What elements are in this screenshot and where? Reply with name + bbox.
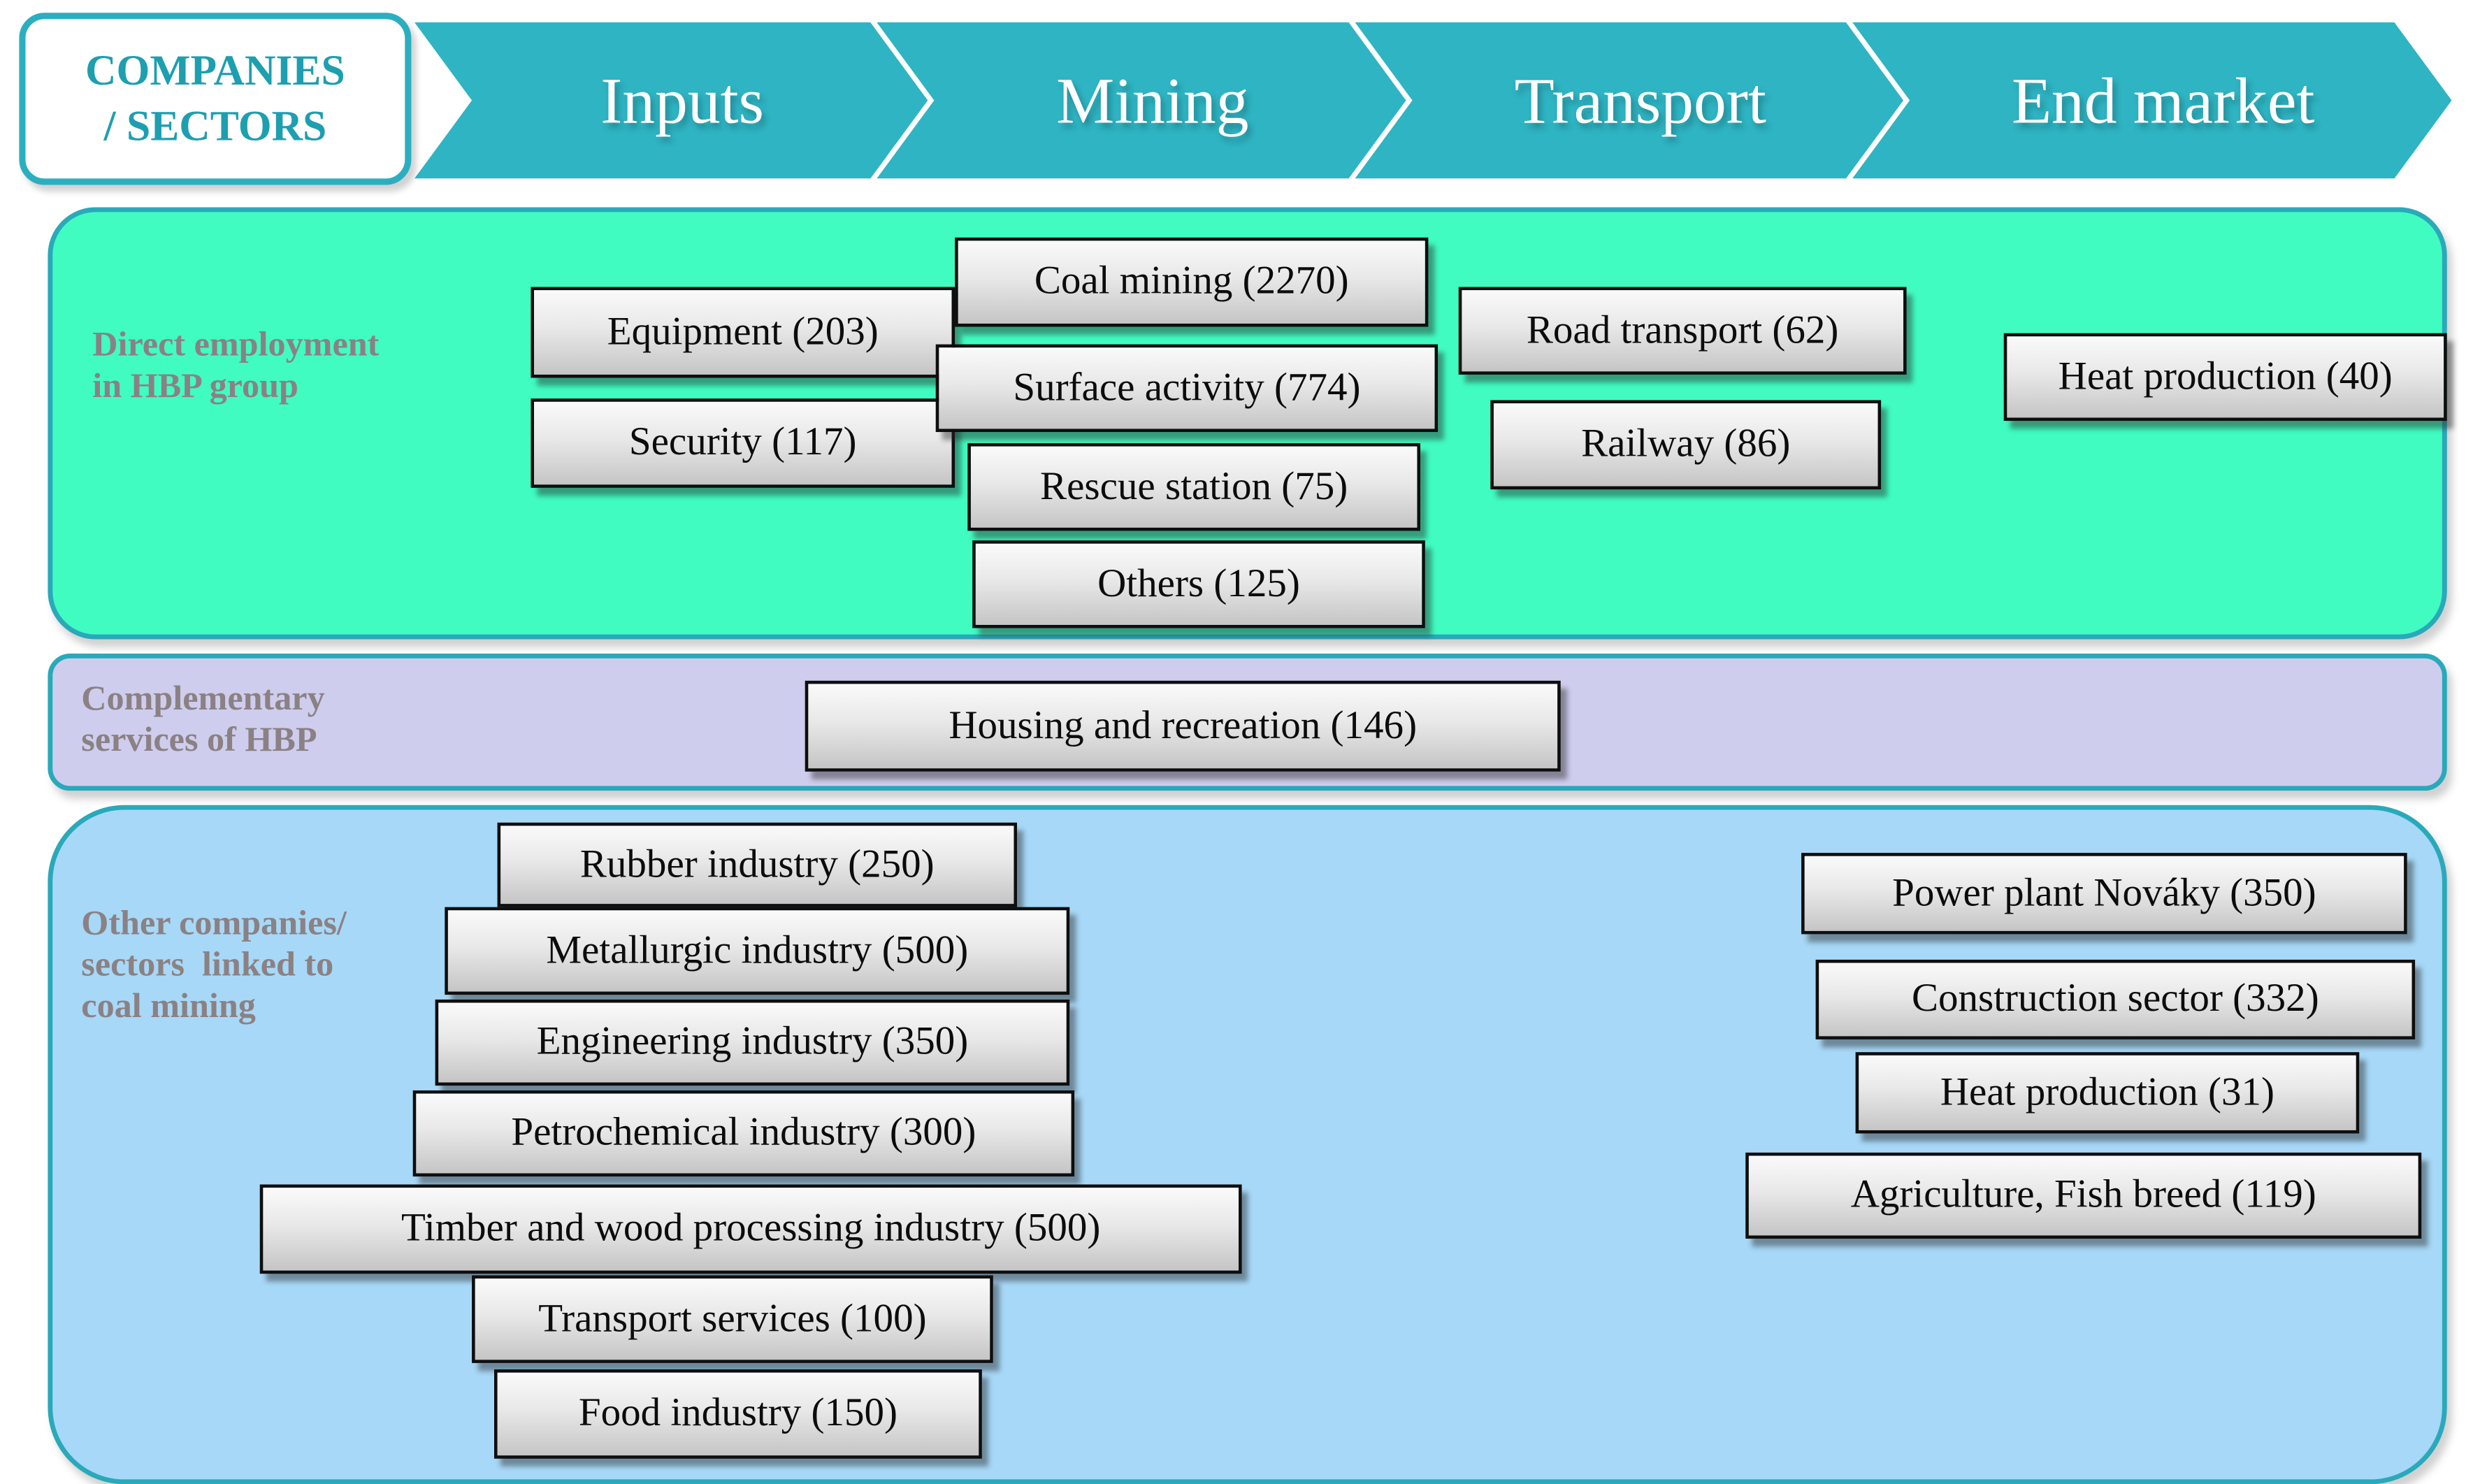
node-surface-activity: Surface activity (774) bbox=[935, 344, 1438, 433]
band-label-line: in HBP group bbox=[92, 365, 298, 405]
stage-arrow-label-end-market: End market bbox=[2011, 64, 2315, 138]
node-coal-mining: Coal mining (2270) bbox=[955, 237, 1429, 327]
node-metallurgic-industry: Metallurgic industry (500) bbox=[445, 907, 1070, 995]
node-engineering-industry: Engineering industry (350) bbox=[435, 999, 1070, 1086]
stage-arrow-label-mining: Mining bbox=[1056, 64, 1249, 138]
node-others: Others (125) bbox=[972, 540, 1425, 628]
companies-sectors-line2: / SECTORS bbox=[103, 101, 327, 150]
band-label-line: Direct employment bbox=[92, 323, 380, 363]
node-heat-production-40: Heat production (40) bbox=[2003, 333, 2447, 422]
node-power-plant-novaky: Power plant Nováky (350) bbox=[1801, 853, 2407, 935]
companies-sectors-line1: COMPANIES bbox=[85, 45, 345, 94]
stage-arrow-label-inputs: Inputs bbox=[600, 64, 764, 138]
node-rescue-station: Rescue station (75) bbox=[967, 443, 1421, 531]
band-label-line: Complementary bbox=[81, 677, 325, 718]
band-label-line: Other companies/ bbox=[81, 902, 347, 942]
band-label-line: coal mining bbox=[81, 985, 256, 1025]
stage-arrow-inputs: Inputs bbox=[414, 22, 928, 178]
node-petrochemical-industry: Petrochemical industry (300) bbox=[412, 1090, 1075, 1177]
node-railway: Railway (86) bbox=[1490, 400, 1882, 490]
stage-arrow-mining: Mining bbox=[877, 22, 1406, 178]
stage-arrow-end-market: End market bbox=[1852, 22, 2452, 178]
node-road-transport: Road transport (62) bbox=[1458, 287, 1907, 375]
node-agriculture-fish-breed: Agriculture, Fish breed (119) bbox=[1745, 1152, 2422, 1239]
node-heat-production-31: Heat production (31) bbox=[1855, 1052, 2360, 1134]
node-timber-industry: Timber and wood processing industry (500… bbox=[259, 1184, 1242, 1274]
node-transport-services: Transport services (100) bbox=[472, 1275, 993, 1363]
stage-arrow-label-transport: Transport bbox=[1514, 64, 1766, 138]
companies-sectors-label-box: COMPANIES / SECTORS bbox=[19, 13, 412, 185]
node-equipment: Equipment (203) bbox=[531, 287, 956, 378]
stage-arrow-transport: Transport bbox=[1355, 22, 1904, 178]
node-housing-recreation: Housing and recreation (146) bbox=[805, 680, 1561, 772]
band-label-line: sectors linked to bbox=[81, 944, 334, 984]
node-security: Security (117) bbox=[531, 398, 956, 488]
band-label-line: services of HBP bbox=[81, 719, 317, 759]
node-food-industry: Food industry (150) bbox=[493, 1369, 982, 1459]
node-rubber-industry: Rubber industry (250) bbox=[497, 822, 1018, 907]
node-construction-sector: Construction sector (332) bbox=[1815, 959, 2416, 1039]
